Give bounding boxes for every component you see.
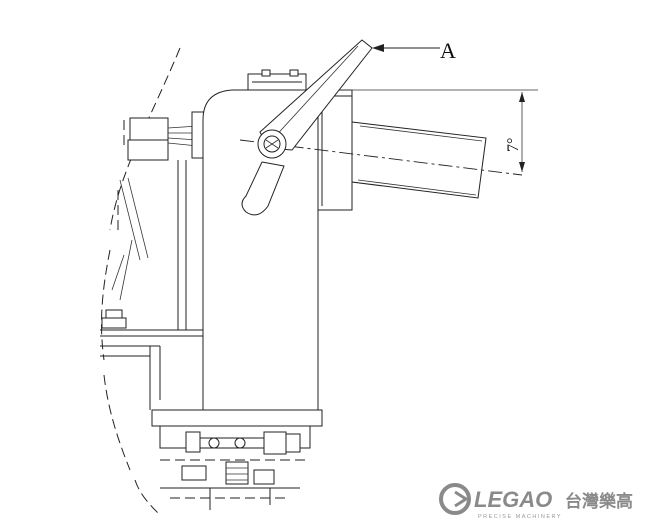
left-clamp-assembly [111,111,205,330]
logo-mark-icon [439,483,471,515]
logo-brand: LEGAO [474,487,552,512]
lever-handle [257,39,373,159]
lower-mechanism [151,409,323,510]
base-plate [100,309,210,410]
logo-chinese: 台灣樂高 [565,491,633,512]
thumb-lever [241,161,285,216]
angle-dimension [519,92,525,172]
left-dashed-outline [101,47,181,516]
angle-label: 7° [505,138,522,152]
callout-arrow [372,44,440,52]
legao-logo: LEGAO 台灣樂高 PRECISE MACHINERY [439,483,633,520]
side-plate [317,95,353,211]
tilt-centerline [239,139,523,176]
tilted-cylinder [351,121,487,199]
main-body [202,69,353,411]
logo-tagline: PRECISE MACHINERY [478,514,562,520]
callout-label: A [440,38,456,63]
